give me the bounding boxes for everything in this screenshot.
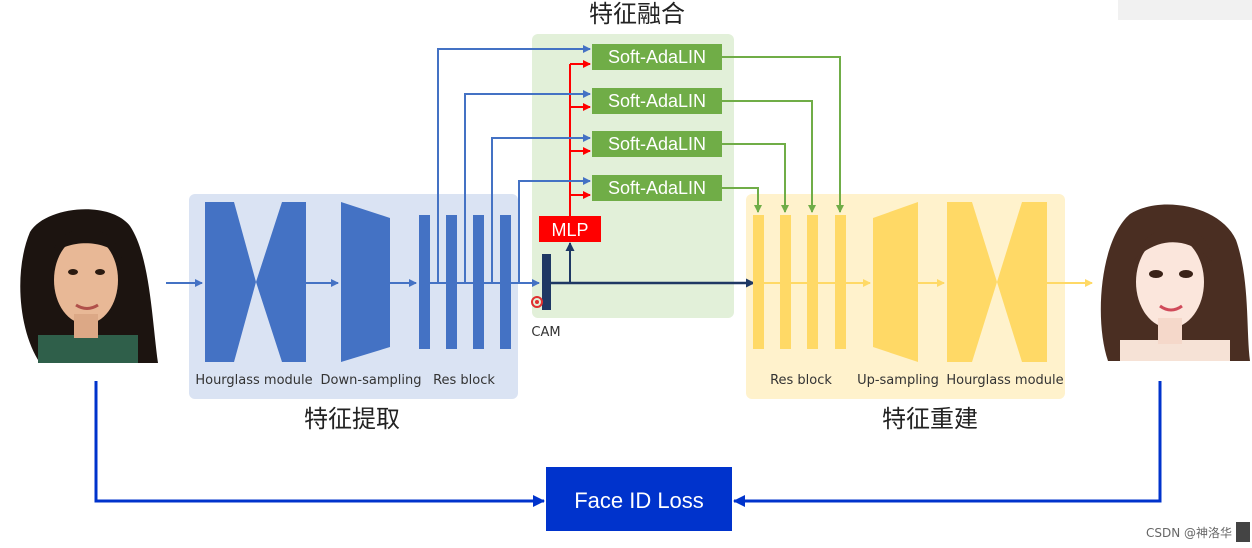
fusion-title: 特征融合 bbox=[589, 0, 685, 28]
upsampling-shape bbox=[873, 202, 918, 362]
watermark: CSDN @神洛华 bbox=[1146, 525, 1232, 540]
encoder-resblock-4 bbox=[500, 215, 511, 349]
output-anime-face-image bbox=[1096, 203, 1250, 361]
hourglass-decoder-shape bbox=[947, 202, 1047, 362]
face-id-loss-label: Face ID Loss bbox=[574, 488, 704, 513]
soft-adalin-label-4: Soft-AdaLIN bbox=[608, 178, 706, 198]
adalin-3-to-decoder-arrow bbox=[722, 143, 789, 213]
soft-adalin-label-1: Soft-AdaLIN bbox=[608, 47, 706, 67]
decoder-resblock-label: Res block bbox=[770, 373, 832, 388]
encoder-to-adalin-1-arrow bbox=[437, 45, 591, 283]
downsampling-shape bbox=[341, 202, 390, 362]
adalin-2-to-decoder-arrow bbox=[722, 100, 816, 213]
extraction-title: 特征提取 bbox=[304, 405, 400, 433]
decoder-hourglass-label: Hourglass module bbox=[946, 373, 1063, 388]
encoder-to-adalin-3-arrow bbox=[491, 134, 591, 283]
cam-label: CAM bbox=[531, 325, 560, 340]
downsampling-label: Down-sampling bbox=[321, 373, 422, 388]
input-to-loss-arrow bbox=[94, 381, 545, 507]
output-to-loss-arrow bbox=[733, 381, 1162, 507]
decoder-resblock-1 bbox=[753, 215, 764, 349]
face-id-loss-box bbox=[546, 467, 732, 531]
soft-adalin-box-1 bbox=[592, 44, 722, 70]
encoder-to-adalin-4-arrow bbox=[518, 177, 591, 283]
decoder-resblock-2 bbox=[780, 215, 791, 349]
encoder-resblock-3 bbox=[473, 215, 484, 349]
encoder-resblock-label: Res block bbox=[433, 373, 495, 388]
cam-dot bbox=[531, 296, 543, 308]
mlp-label: MLP bbox=[551, 220, 588, 240]
adalin-1-to-decoder-arrow bbox=[722, 56, 844, 213]
decoder-resblock-3 bbox=[807, 215, 818, 349]
encoder-resblock-1 bbox=[419, 215, 430, 349]
decoder-resblock-4 bbox=[835, 215, 846, 349]
input-face-image bbox=[8, 205, 160, 363]
upsampling-label: Up-sampling bbox=[857, 373, 939, 388]
soft-adalin-box-2 bbox=[592, 88, 722, 114]
soft-adalin-label-3: Soft-AdaLIN bbox=[608, 134, 706, 154]
soft-adalin-label-2: Soft-AdaLIN bbox=[608, 91, 706, 111]
encoder-resblock-2 bbox=[446, 215, 457, 349]
soft-adalin-box-3 bbox=[592, 131, 722, 157]
encoder-to-adalin-2-arrow bbox=[464, 90, 591, 283]
reconstruction-title: 特征重建 bbox=[882, 405, 978, 433]
cam-block bbox=[542, 254, 551, 310]
adalin-4-to-decoder-arrow bbox=[722, 187, 762, 213]
mlp-box bbox=[539, 216, 601, 242]
soft-adalin-box-4 bbox=[592, 175, 722, 201]
hourglass-encoder-shape bbox=[205, 202, 306, 362]
hourglass-module-label: Hourglass module bbox=[195, 373, 312, 388]
